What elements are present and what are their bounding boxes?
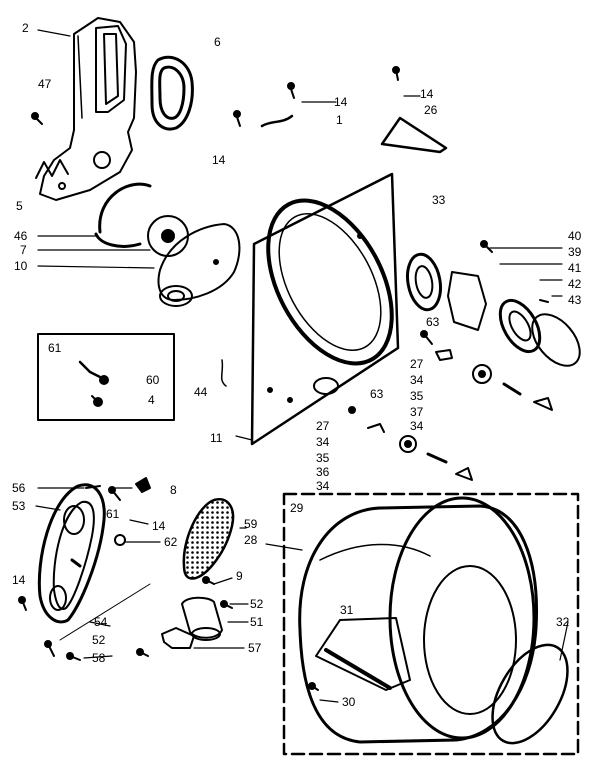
callout-62: 62 [164, 535, 178, 549]
callout-46: 46 [14, 229, 28, 243]
callout-61: 61 [48, 341, 62, 355]
callout-4: 4 [148, 393, 155, 407]
clip-56 [85, 485, 101, 489]
callout-42: 42 [568, 277, 582, 291]
inset-box [37, 333, 175, 421]
callout-14e: 14 [12, 573, 26, 587]
callout-37: 37 [410, 405, 424, 419]
drum-box [282, 492, 580, 756]
callout-59: 59 [244, 517, 258, 531]
roller-51 [181, 596, 223, 641]
callout-47: 47 [38, 77, 52, 91]
thermostat-upper [435, 349, 553, 411]
callout-34b: 34 [410, 419, 424, 433]
callout-53: 53 [12, 499, 26, 513]
bracket-26 [380, 116, 448, 154]
callout-27a: 27 [410, 357, 424, 371]
bracket-57 [161, 627, 195, 649]
leader-lines [35, 29, 569, 703]
callout-44: 44 [194, 385, 208, 399]
callout-34d: 34 [316, 479, 330, 493]
callout-1: 1 [336, 113, 343, 127]
screw-14a [287, 82, 295, 99]
clip-8 [135, 477, 151, 493]
callout-30: 30 [342, 695, 356, 709]
callout-43: 43 [568, 293, 582, 307]
callout-26: 26 [424, 103, 438, 117]
callout-14c: 14 [212, 153, 226, 167]
callout-54: 54 [94, 615, 108, 629]
callout-51: 51 [250, 615, 264, 629]
callout-28: 28 [244, 533, 258, 547]
callout-6: 6 [214, 35, 221, 49]
screw-61b [108, 486, 121, 501]
callout-33: 33 [432, 193, 446, 207]
bearing-housing [157, 223, 241, 307]
screw-14b [392, 66, 400, 81]
callout-57: 57 [248, 641, 262, 655]
callout-41: 41 [568, 261, 582, 275]
callout-60: 60 [146, 373, 160, 387]
line-54 [59, 583, 151, 641]
callout-61b: 61 [106, 507, 120, 521]
screw-33 [420, 330, 433, 345]
callout-58: 58 [92, 651, 106, 665]
felt-seal [150, 55, 194, 131]
callout-10: 10 [14, 259, 28, 273]
screw-14c [233, 110, 241, 127]
retaining-ring [94, 182, 152, 248]
inset-hardware [78, 360, 109, 407]
callout-35a: 35 [410, 389, 424, 403]
screw-9 [202, 576, 215, 585]
callout-27b: 27 [316, 419, 330, 433]
screw-52b [44, 640, 55, 657]
lint-screen [182, 497, 235, 580]
callout-7: 7 [20, 243, 27, 257]
callout-34c: 34 [316, 435, 330, 449]
spring-5 [35, 159, 69, 179]
callout-36: 36 [316, 465, 330, 479]
callout-63b: 63 [370, 387, 384, 401]
front-panel [250, 172, 400, 446]
screw-47 [31, 112, 43, 125]
thermostat-lower [348, 406, 473, 481]
screw-30 [308, 682, 319, 691]
screw-52a [220, 600, 233, 609]
screw-14e [18, 596, 27, 611]
callout-52b: 52 [92, 633, 106, 647]
callout-14b: 14 [420, 87, 434, 101]
switch-assembly [406, 240, 581, 367]
screw-58 [66, 648, 149, 661]
callout-2: 2 [22, 21, 29, 35]
callout-11: 11 [210, 431, 223, 445]
callout-8: 8 [170, 483, 177, 497]
drum-seal [491, 643, 569, 745]
callout-40: 40 [568, 229, 582, 243]
callout-52a: 52 [250, 597, 264, 611]
callout-29: 29 [290, 501, 304, 515]
callout-63a: 63 [426, 315, 440, 329]
callout-5: 5 [16, 199, 23, 213]
bearing-7 [147, 215, 189, 257]
lint-duct [37, 483, 106, 624]
nut-62 [114, 534, 126, 546]
bulkhead-bracket [39, 17, 137, 201]
callout-14d: 14 [152, 519, 166, 533]
callout-31: 31 [340, 603, 354, 617]
drum [298, 496, 538, 744]
callout-56: 56 [12, 481, 26, 495]
wire-1 [260, 114, 294, 128]
callout-34a: 34 [410, 373, 424, 387]
callout-14a: 14 [334, 95, 348, 109]
callout-35b: 35 [316, 451, 330, 465]
callout-9: 9 [236, 569, 243, 583]
callout-32: 32 [556, 615, 570, 629]
callout-39: 39 [568, 245, 582, 259]
screw-44 [220, 359, 227, 387]
